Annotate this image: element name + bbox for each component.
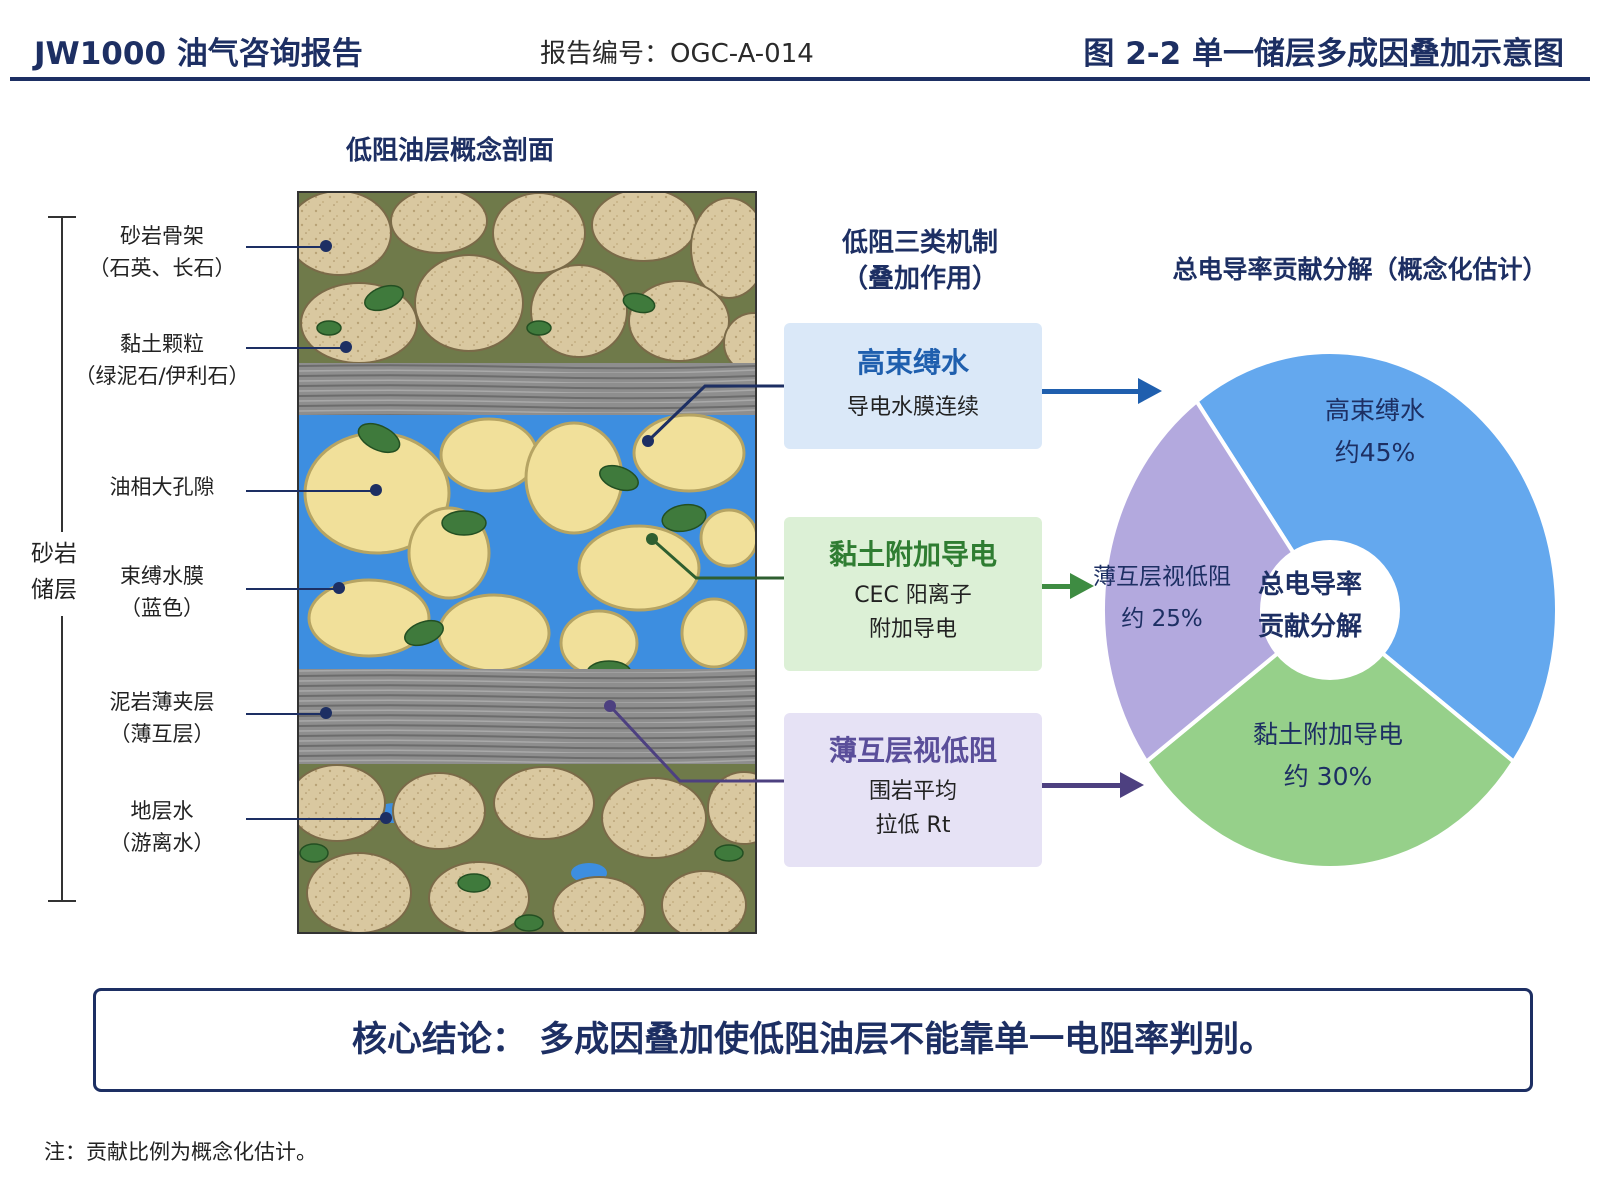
conclusion-box: 核心结论： 多成因叠加使低阻油层不能靠单一电阻率判别。 [93, 988, 1533, 1092]
leader-formation-water [246, 818, 381, 820]
slice-value: 约 25% [1121, 606, 1203, 632]
mechanism-desc: CEC 阳离子 [854, 583, 972, 608]
cross-section-title: 低阻油层概念剖面 [345, 136, 554, 166]
pie-center-hole [1260, 540, 1400, 680]
label-subtext: （石英、长石） [88, 256, 236, 280]
slice-name: 薄互层视低阻 [1093, 564, 1231, 590]
leader-mudstone [246, 713, 326, 715]
sand-grains-top [299, 193, 755, 374]
marker-sandstone [320, 240, 332, 252]
marker-formation-water [380, 812, 392, 824]
conclusion-text: 核心结论： 多成因叠加使低阻油层不能靠单一电阻率判别。 [351, 1020, 1275, 1060]
report-title: JW1000 油气咨询报告 [34, 36, 363, 72]
mechanism-title: 低阻三类机制 （叠加作用） [790, 225, 1050, 297]
slice-value: 约 30% [1283, 762, 1373, 791]
bracket-bottom-tick [48, 900, 76, 902]
slice-value: 约45% [1334, 438, 1416, 467]
label-subtext: （薄互层） [109, 722, 215, 746]
cross-section-illustration [299, 193, 755, 932]
footnote: 注：贡献比例为概念化估计。 [44, 1140, 317, 1164]
label-bound-water: 束缚水膜 （蓝色） [52, 560, 272, 624]
clay-flakes-bottom [299, 843, 744, 932]
mechanism-title-line1: 低阻三类机制 [841, 228, 998, 258]
label-text: 砂岩骨架 [120, 224, 204, 248]
label-subtext: （绿泥石/伊利石） [74, 364, 250, 388]
mechanism-clay-conduction: 黏土附加导电 CEC 阳离子 附加导电 [784, 517, 1042, 671]
slice-name: 黏土附加导电 [1252, 720, 1403, 749]
mechanism-desc: 附加导电 [868, 617, 957, 642]
contribution-pie-chart: 高束缚水 约45% 黏土附加导电 约 30% 薄互层视低阻 约 25% 总电导率… [1093, 348, 1560, 878]
leader-clay [246, 347, 346, 349]
pie-svg [1101, 350, 1559, 870]
arrow-clay [1042, 584, 1072, 589]
header-rule [10, 77, 1590, 81]
label-text: 黏土颗粒 [120, 332, 204, 356]
label-text: 泥岩薄夹层 [109, 690, 215, 714]
mechanism-title: 黏土附加导电 [828, 538, 997, 571]
label-text: 地层水 [130, 799, 194, 823]
label-formation-water: 地层水 （游离水） [52, 795, 272, 859]
mechanism-desc: 围岩平均 [868, 779, 957, 804]
pie-slice-1 [1143, 607, 1517, 870]
pie-slice-0 [1193, 350, 1559, 765]
arrow-head-bound-water [1138, 378, 1162, 404]
center-label-line1: 总电导率 [1257, 570, 1362, 600]
leader-oil-pores [246, 490, 376, 492]
label-clay-particles: 黏土颗粒 （绿泥石/伊利石） [52, 328, 272, 392]
oil-pores [303, 413, 755, 677]
sand-grains-bottom [299, 764, 755, 932]
label-text: 束缚水膜 [120, 564, 204, 588]
arrow-bound-water [1042, 389, 1140, 394]
mechanism-thin-interbed: 薄互层视低阻 围岩平均 拉低 Rt [784, 713, 1042, 867]
pie-label-clay: 黏土附加导电 约 30% [1218, 714, 1438, 798]
pie-label-interbed: 薄互层视低阻 约 25% [1052, 556, 1272, 640]
bracket-label: 砂岩 储层 [22, 536, 86, 608]
pie-label-bound-water: 高束缚水 约45% [1265, 390, 1485, 474]
label-subtext: （游离水） [109, 831, 215, 855]
label-oil-pores: 油相大孔隙 [52, 471, 272, 503]
marker-mudstone [320, 707, 332, 719]
mechanism-desc: 拉低 Rt [875, 813, 951, 838]
label-sandstone-framework: 砂岩骨架 （石英、长石） [52, 220, 272, 284]
arrow-head-interbed [1120, 772, 1144, 798]
marker-bound-water [333, 582, 345, 594]
marker-clay [340, 341, 352, 353]
mudstone-band-upper [299, 363, 755, 415]
bracket-label-line1: 砂岩 [31, 541, 77, 567]
cross-section-panel [297, 191, 757, 934]
mechanism-title-line2: （叠加作用） [841, 264, 998, 294]
bracket-top-tick [48, 216, 76, 218]
marker-oil-pores [370, 484, 382, 496]
label-subtext: （蓝色） [120, 596, 204, 620]
label-text: 油相大孔隙 [109, 475, 215, 499]
figure-title: 图 2-2 单一储层多成因叠加示意图 [1083, 36, 1564, 72]
center-label-line2: 贡献分解 [1257, 612, 1362, 642]
mechanism-bound-water: 高束缚水 导电水膜连续 [784, 323, 1042, 449]
bracket-label-line2: 储层 [31, 577, 77, 603]
mechanism-desc: 导电水膜连续 [846, 395, 979, 420]
pie-slice-2 [1101, 398, 1333, 765]
label-mudstone-layer: 泥岩薄夹层 （薄互层） [52, 686, 272, 750]
slice-name: 高束缚水 [1324, 396, 1425, 425]
bracket-label-bg [22, 532, 86, 616]
leader-bound-water [246, 588, 338, 590]
mechanism-title: 高束缚水 [856, 346, 969, 379]
arrow-head-clay [1070, 573, 1094, 599]
clay-flakes-top [316, 284, 656, 336]
report-header: JW1000 油气咨询报告 报告编号：OGC-A-014 图 2-2 单一储层多… [0, 0, 1600, 82]
mechanism-title: 薄互层视低阻 [828, 734, 997, 767]
chart-title: 总电导率贡献分解（概念化估计） [1172, 255, 1548, 284]
arrow-interbed [1042, 783, 1122, 788]
leader-sandstone [246, 246, 326, 248]
mudstone-band-lower [299, 669, 755, 764]
report-number: 报告编号：OGC-A-014 [540, 39, 814, 69]
pie-center-label: 总电导率 贡献分解 [1200, 564, 1420, 648]
